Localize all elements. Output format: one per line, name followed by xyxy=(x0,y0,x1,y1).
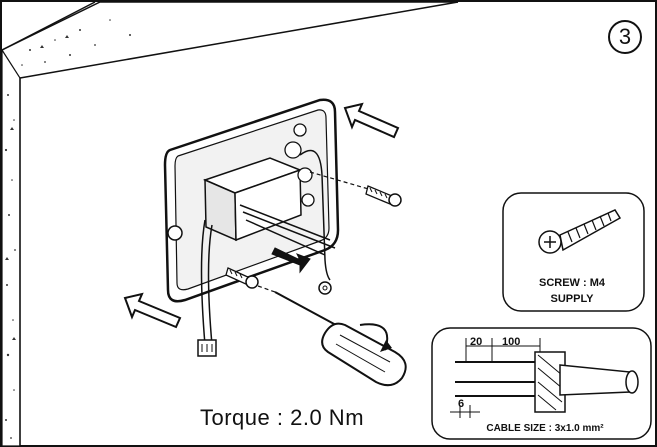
torque-label: Torque : 2.0 Nm xyxy=(200,405,365,430)
concrete-texture xyxy=(4,19,131,439)
wall-top-edge xyxy=(1,1,459,81)
screw-label: SCREW : M4 SUPPLY xyxy=(512,275,632,307)
conductor-length-dim: 6 xyxy=(458,398,465,410)
strip-length-dim: 20 xyxy=(470,336,483,348)
screw-supply-label: SUPPLY xyxy=(550,293,594,305)
step-number-badge: 3 xyxy=(608,20,642,54)
screw-detail-icon xyxy=(538,209,622,254)
sheath-length-dim: 100 xyxy=(502,336,521,348)
pull-wire-arrow xyxy=(271,247,311,274)
push-arrow-left xyxy=(123,292,182,329)
push-arrow-top xyxy=(343,102,400,139)
cable-size-label: CABLE SIZE : 3x1.0 mm² xyxy=(486,423,604,434)
screw-right xyxy=(309,171,402,207)
wall-side xyxy=(1,47,21,447)
step-number: 3 xyxy=(618,24,632,49)
ring-terminal xyxy=(318,281,332,295)
terminal-block xyxy=(202,123,315,242)
screw-size-label: SCREW : M4 xyxy=(539,277,605,289)
screw-left xyxy=(225,267,276,293)
cable-detail-drawing xyxy=(450,338,639,418)
screwdriver xyxy=(274,291,407,387)
supply-wires xyxy=(200,149,336,346)
connector-plug xyxy=(197,339,217,357)
